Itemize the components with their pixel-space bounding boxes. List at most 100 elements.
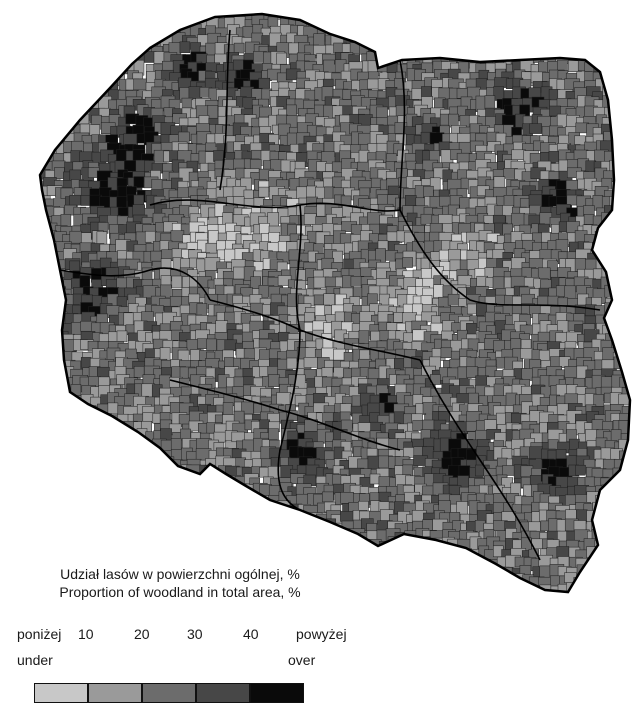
municipality-region <box>468 393 478 404</box>
municipality-region <box>350 549 362 564</box>
municipality-region <box>299 8 311 18</box>
municipality-region <box>583 17 595 29</box>
municipality-region <box>317 9 328 20</box>
municipality-region <box>45 430 55 444</box>
legend-swatch-30-40 <box>197 684 251 702</box>
municipality-region <box>619 186 632 196</box>
municipality-region <box>45 115 57 128</box>
municipality-region <box>614 207 628 217</box>
municipality-region <box>412 26 422 37</box>
municipality-region <box>56 547 71 559</box>
municipality-region <box>593 594 604 609</box>
municipality-region <box>334 349 346 360</box>
municipality-region <box>341 492 354 503</box>
municipality-region <box>441 33 454 45</box>
municipality-region <box>34 485 46 496</box>
municipality-region <box>45 34 55 45</box>
municipality-region <box>496 29 511 43</box>
municipality-region <box>44 268 55 279</box>
municipality-region <box>613 317 627 331</box>
municipality-region <box>160 532 175 546</box>
municipality-region <box>614 529 626 544</box>
municipality-region <box>133 492 147 502</box>
municipality-region <box>38 268 51 279</box>
municipality-region <box>91 510 102 524</box>
municipality-region <box>623 197 633 209</box>
municipality-region <box>189 503 200 518</box>
municipality-region <box>206 43 216 55</box>
municipality-region <box>47 261 59 275</box>
municipality-region <box>612 70 622 82</box>
municipality-region <box>145 523 159 536</box>
municipality-region <box>425 7 437 21</box>
municipality-region <box>34 150 48 160</box>
municipality-region <box>506 16 517 27</box>
municipality-region <box>466 575 477 589</box>
municipality-region <box>79 54 90 66</box>
municipality-region <box>415 585 427 600</box>
municipality-region <box>353 24 363 35</box>
municipality-region <box>146 512 158 527</box>
municipality-region <box>368 568 379 581</box>
municipality-region <box>304 214 316 225</box>
municipality-region <box>416 42 430 53</box>
municipality-region <box>604 33 614 45</box>
municipality-region <box>154 495 164 507</box>
municipality-region <box>100 44 112 57</box>
municipality-region <box>135 505 148 517</box>
municipality-region <box>434 582 444 593</box>
municipality-region <box>48 15 59 29</box>
municipality-region <box>261 547 273 562</box>
municipality-region <box>288 523 300 536</box>
municipality-region <box>55 465 66 476</box>
municipality-region <box>205 529 219 540</box>
municipality-region <box>484 575 497 588</box>
municipality-region <box>216 547 231 561</box>
municipality-region <box>36 97 46 110</box>
municipality-region <box>629 225 633 235</box>
municipality-region <box>630 91 633 101</box>
municipality-region <box>621 72 633 86</box>
municipality-region <box>101 430 114 442</box>
municipality-region <box>430 8 444 20</box>
municipality-region <box>314 521 327 531</box>
municipality-region <box>621 277 633 287</box>
municipality-region <box>227 549 239 559</box>
municipality-region <box>134 195 144 206</box>
municipality-region <box>403 258 413 268</box>
municipality-region <box>621 297 633 308</box>
municipality-region <box>34 323 45 334</box>
municipality-region <box>620 179 630 191</box>
municipality-region <box>65 514 75 527</box>
municipality-region <box>100 541 115 556</box>
municipality-region <box>442 548 456 560</box>
municipality-region <box>241 523 252 533</box>
municipality-region <box>596 42 609 55</box>
municipality-region <box>98 422 108 432</box>
municipality-region <box>92 34 105 44</box>
municipality-region <box>233 539 246 554</box>
municipality-region <box>449 566 459 577</box>
municipality-region <box>613 92 623 106</box>
municipality-region <box>190 521 204 531</box>
municipality-region <box>38 251 48 266</box>
municipality-region <box>110 26 122 38</box>
municipality-region <box>45 451 56 461</box>
municipality-region <box>341 541 356 553</box>
municipality-region <box>611 64 621 77</box>
municipality-region <box>215 538 226 553</box>
municipality-region <box>52 394 65 406</box>
municipality-region <box>350 537 365 548</box>
municipality-region <box>79 458 89 472</box>
municipality-region <box>155 501 168 514</box>
municipality-region <box>97 27 111 41</box>
municipality-region <box>108 486 120 496</box>
municipality-region <box>43 62 56 72</box>
municipality-region <box>91 477 104 489</box>
municipality-region <box>163 522 174 532</box>
municipality-region <box>241 539 255 551</box>
municipality-region <box>45 540 56 554</box>
municipality-region <box>414 19 424 30</box>
municipality-region <box>38 348 53 358</box>
legend-over-label-polish: powyżej <box>296 625 347 643</box>
